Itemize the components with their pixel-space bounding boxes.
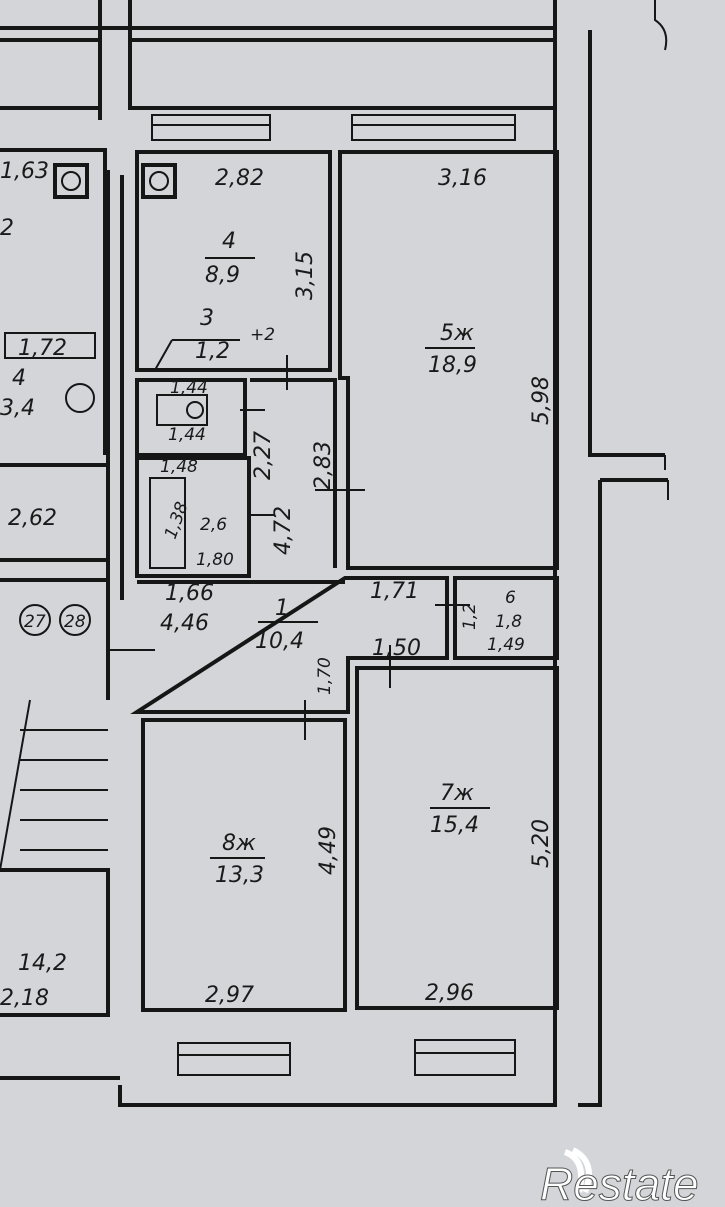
restate-logo-text: Restate — [540, 1158, 699, 1207]
storage-number: 6 — [505, 588, 516, 608]
neighbor-area-3: 14,2 — [18, 951, 67, 976]
kitchen-area: 8,9 — [205, 263, 240, 288]
hall-dim-150: 1,50 — [372, 636, 421, 661]
neighbor-dim-163: 1,63 — [0, 159, 49, 184]
hall-dim-166: 1,66 — [165, 581, 214, 606]
hall-area: 10,4 — [255, 629, 304, 654]
hall-number: 1 — [275, 596, 289, 621]
neighbor-elevator-28: 28 — [64, 612, 86, 632]
bath-area: 2,6 — [200, 515, 227, 535]
closet-number: 3 — [200, 306, 214, 331]
storage-area: 1,8 — [495, 612, 522, 632]
closet-area: 1,2 — [195, 339, 230, 364]
hall-dim-171: 1,71 — [370, 579, 419, 604]
room7-length: 5,20 — [529, 819, 554, 868]
labels: 2,82 4 8,9 3,15 3 1,2 +2 3,16 5ж 18,9 5,… — [0, 159, 554, 1011]
hall-dim-227: 2,27 — [251, 431, 276, 480]
neighbor-dim-218: 2,18 — [0, 986, 49, 1011]
neighbor-area-1: 2 — [0, 216, 14, 241]
bath-length: 1,80 — [196, 550, 234, 570]
toilet-length: 1,44 — [168, 425, 206, 445]
room5-width: 3,16 — [438, 166, 487, 191]
bath-tub: 1,38 — [161, 499, 193, 542]
room7-number: 7ж — [440, 781, 474, 806]
hall-dim-283: 2,83 — [311, 441, 336, 490]
toilet-width: 1,44 — [170, 378, 208, 398]
restate-logo: Restate — [540, 1147, 699, 1207]
room7-area: 15,4 — [430, 813, 479, 838]
kitchen-number: 4 — [222, 229, 236, 254]
neighbor-area-2: 3,4 — [0, 396, 35, 421]
room5-number: 5ж — [440, 321, 474, 346]
hall-dim-446: 4,46 — [160, 611, 209, 636]
neighbor-elevator-27: 27 — [24, 612, 46, 632]
neighbor-number: 4 — [12, 366, 26, 391]
walls — [0, 0, 669, 1107]
room5-length: 5,98 — [529, 376, 554, 425]
room8-number: 8ж — [222, 831, 256, 856]
room8-area: 13,3 — [215, 863, 264, 888]
storage-length: 1,2 — [460, 603, 480, 630]
kitchen-width: 2,82 — [215, 166, 264, 191]
bath-width: 1,48 — [160, 457, 198, 477]
storage-width: 1,49 — [487, 635, 525, 655]
hall-dim-472: 4,72 — [271, 506, 296, 555]
room8-width: 2,97 — [205, 983, 254, 1008]
hall-dim-170: 1,70 — [315, 657, 335, 695]
room7-width: 2,96 — [425, 981, 474, 1006]
room8-length: 4,49 — [316, 826, 341, 875]
room5-area: 18,9 — [428, 353, 477, 378]
neighbor-dim-172: 1,72 — [18, 336, 67, 361]
neighbor-dim-262: 2,62 — [8, 506, 57, 531]
kitchen-length: 3,15 — [293, 251, 318, 300]
closet-note: +2 — [250, 325, 275, 345]
